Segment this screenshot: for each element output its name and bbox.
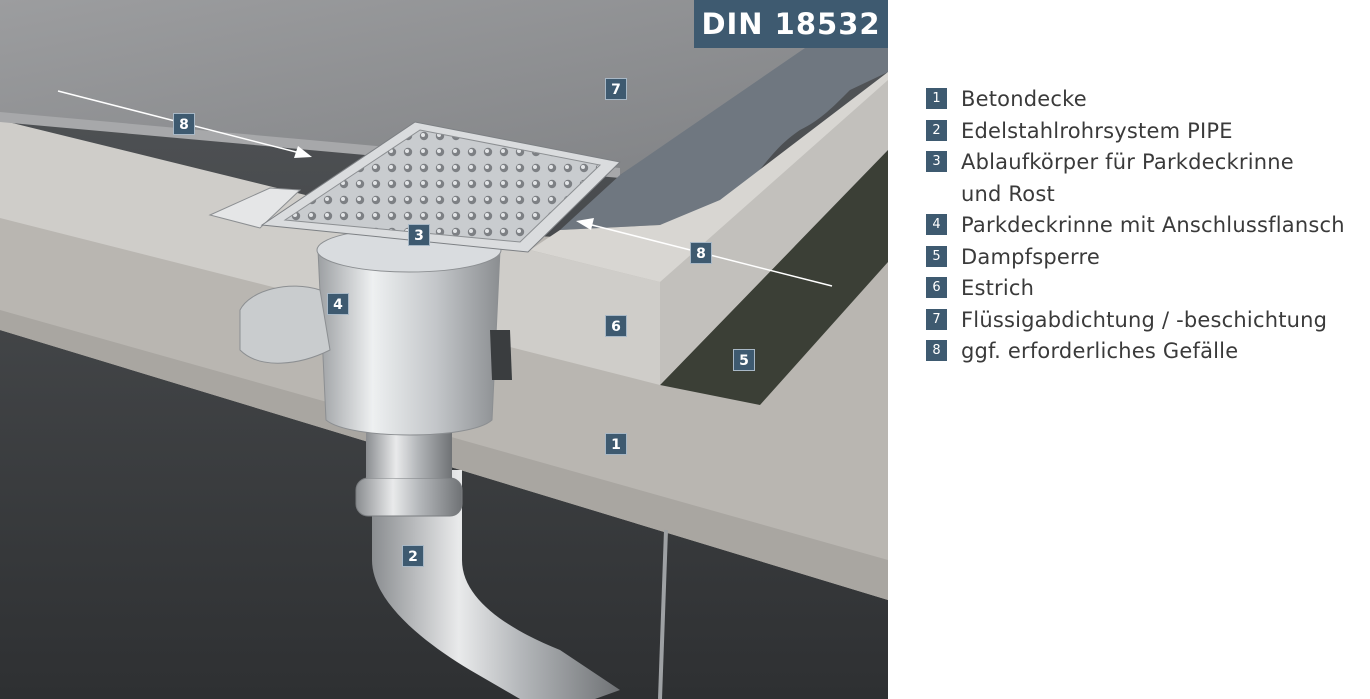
marker-1-concrete-slab: 1 bbox=[605, 433, 627, 455]
legend-item-4: 4 Parkdeckrinne mit Anschlussflansch bbox=[926, 210, 1356, 242]
legend-label: ggf. erforderliches Gefälle bbox=[961, 339, 1239, 363]
legend-label: Parkdeckrinne mit Anschlussflansch bbox=[961, 213, 1345, 237]
marker-6-screed: 6 bbox=[605, 315, 627, 337]
legend-item-6: 6 Estrich bbox=[926, 273, 1356, 305]
component-legend: 1 Betondecke 2 Edelstahlrohrsystem PIPE … bbox=[926, 84, 1356, 368]
slope-arrow-right-head bbox=[576, 218, 594, 230]
coating-surface bbox=[0, 0, 888, 175]
marker-5-vapor-barrier: 5 bbox=[733, 349, 755, 371]
membrane-sheet bbox=[560, 48, 888, 230]
legend-item-7: 7 Flüssigabdichtung / -beschichtung bbox=[926, 305, 1356, 337]
legend-number-badge: 5 bbox=[926, 245, 947, 267]
marker-7-liquid-coating: 7 bbox=[605, 78, 627, 100]
legend-label: Estrich bbox=[961, 276, 1035, 300]
legend-number-badge: 8 bbox=[926, 340, 947, 361]
hanger-rod bbox=[658, 529, 668, 699]
din-standard-badge: DIN 18532 bbox=[694, 0, 888, 48]
drain-body bbox=[317, 249, 501, 436]
legend-item-8: 8 ggf. erforderliches Gefälle bbox=[926, 336, 1356, 368]
legend-label: Dampfsperre bbox=[961, 244, 1100, 269]
stainless-pipe-elbow bbox=[372, 470, 620, 699]
legend-number-badge: 3 bbox=[926, 151, 947, 172]
legend-number-badge: 1 bbox=[926, 88, 947, 109]
gutter-flange-right bbox=[490, 330, 512, 380]
legend-item-3: 3 Ablaufkörper für Parkdeckrinne und Ros… bbox=[926, 147, 1356, 210]
pipe-press-fitting bbox=[355, 477, 463, 517]
gutter-channel-left bbox=[208, 187, 302, 229]
marker-8-slope-right: 8 bbox=[690, 242, 712, 264]
vapor-barrier-layer bbox=[660, 150, 888, 405]
marker-4-gutter-flange: 4 bbox=[327, 293, 349, 315]
legend-item-1: 1 Betondecke bbox=[926, 84, 1356, 116]
legend-number-badge: 6 bbox=[926, 277, 947, 298]
screed-edge-highlight bbox=[530, 72, 888, 282]
legend-label: Flüssigabdichtung / -beschichtung bbox=[961, 307, 1328, 332]
marker-8-slope-left: 8 bbox=[173, 113, 195, 135]
drain-cross-section-illustration: DIN 18532 1 2 3 4 5 6 7 8 8 bbox=[0, 0, 888, 699]
marker-2-pipe-system: 2 bbox=[402, 545, 424, 567]
legend-item-5: 5 Dampfsperre bbox=[926, 242, 1356, 274]
slope-arrow-left-head bbox=[294, 146, 312, 158]
legend-number-badge: 2 bbox=[926, 119, 947, 141]
marker-3-drain-body: 3 bbox=[408, 224, 430, 246]
legend-label: Betondecke bbox=[961, 87, 1087, 111]
screed-side-layer bbox=[660, 72, 888, 385]
cross-section-svg bbox=[0, 0, 888, 699]
legend-number-badge: 7 bbox=[926, 308, 947, 330]
legend-item-2: 2 Edelstahlrohrsystem PIPE bbox=[926, 116, 1356, 148]
legend-label: Ablaufkörper für Parkdeckrinne und Rost bbox=[961, 150, 1294, 206]
gutter-flange-left bbox=[239, 285, 331, 364]
drain-grate bbox=[283, 129, 602, 243]
legend-label: Edelstahlrohrsystem PIPE bbox=[961, 118, 1233, 143]
legend-number-badge: 4 bbox=[926, 214, 947, 235]
